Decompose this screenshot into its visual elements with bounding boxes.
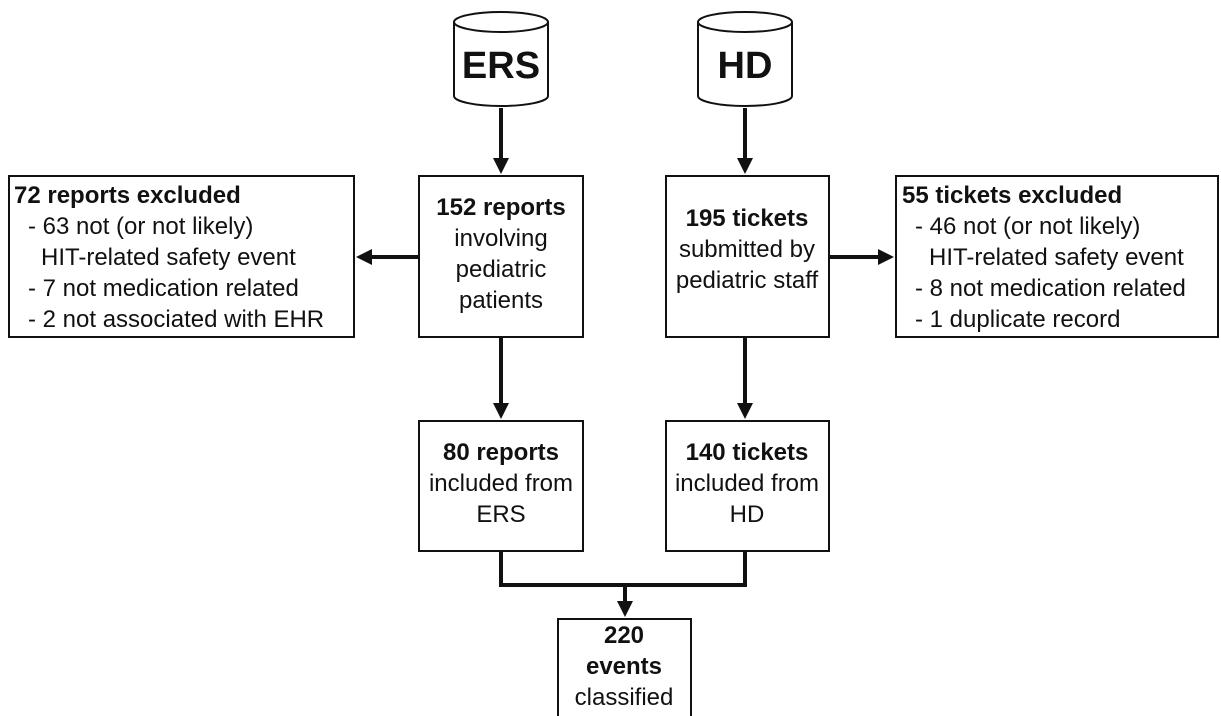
hd-database-label: HD bbox=[718, 45, 773, 87]
arrowhead bbox=[493, 403, 509, 419]
hd-excluded-line: - 1 duplicate record bbox=[915, 306, 1120, 333]
ers-reports-box: 152 reports involving pediatric patients bbox=[418, 175, 584, 338]
classified-label: classified bbox=[575, 684, 674, 711]
ers-excluded-box: 72 reports excluded - 63 not (or not lik… bbox=[8, 175, 355, 338]
hd-included-count: 140 tickets bbox=[686, 439, 809, 466]
ers-reports-line: patients bbox=[459, 287, 543, 314]
hd-tickets-line: submitted by bbox=[679, 236, 815, 263]
ers-included-line: included from bbox=[429, 470, 573, 497]
ers-excluded-line: - 7 not medication related bbox=[28, 275, 299, 302]
ers-reports-line: pediatric bbox=[456, 256, 547, 283]
hd-tickets-line: pediatric staff bbox=[676, 267, 819, 294]
hd-excluded-title: 55 tickets excluded bbox=[902, 182, 1122, 209]
ers-included-count: 80 reports bbox=[443, 439, 559, 466]
ers-reports-count: 152 reports bbox=[436, 194, 565, 221]
arrowhead bbox=[737, 158, 753, 174]
hd-excluded-box: 55 tickets excluded - 46 not (or not lik… bbox=[895, 175, 1219, 338]
merge-line bbox=[499, 551, 747, 587]
hd-tickets-count: 195 tickets bbox=[686, 205, 809, 232]
arrowhead bbox=[493, 158, 509, 174]
ers-excluded-line: - 63 not (or not likely) bbox=[28, 213, 253, 240]
ers-included-line: ERS bbox=[476, 501, 525, 528]
hd-database: HD bbox=[697, 11, 793, 107]
ers-database: ERS bbox=[453, 11, 549, 107]
classified-events: events bbox=[586, 653, 662, 680]
classified-count: 220 bbox=[604, 622, 644, 649]
hd-tickets-box: 195 tickets submitted by pediatric staff bbox=[665, 175, 830, 338]
ers-reports-line: involving bbox=[454, 225, 547, 252]
classified-box: 220 events classified bbox=[557, 618, 692, 716]
hd-included-box: 140 tickets included from HD bbox=[665, 420, 830, 552]
hd-included-line: HD bbox=[730, 501, 765, 528]
ers-excluded-line: HIT-related safety event bbox=[41, 244, 296, 271]
hd-excluded-line: HIT-related safety event bbox=[929, 244, 1184, 271]
connectors bbox=[356, 108, 894, 617]
ers-database-label: ERS bbox=[462, 45, 540, 87]
arrowhead bbox=[737, 403, 753, 419]
hd-included-line: included from bbox=[675, 470, 819, 497]
arrowhead bbox=[878, 249, 894, 265]
arrowhead bbox=[617, 601, 633, 617]
ers-included-box: 80 reports included from ERS bbox=[418, 420, 584, 552]
arrowhead bbox=[356, 249, 372, 265]
hd-excluded-line: - 8 not medication related bbox=[915, 275, 1186, 302]
ers-excluded-line: - 2 not associated with EHR bbox=[28, 306, 324, 333]
ers-excluded-title: 72 reports excluded bbox=[14, 182, 241, 209]
hd-excluded-line: - 46 not (or not likely) bbox=[915, 213, 1140, 240]
